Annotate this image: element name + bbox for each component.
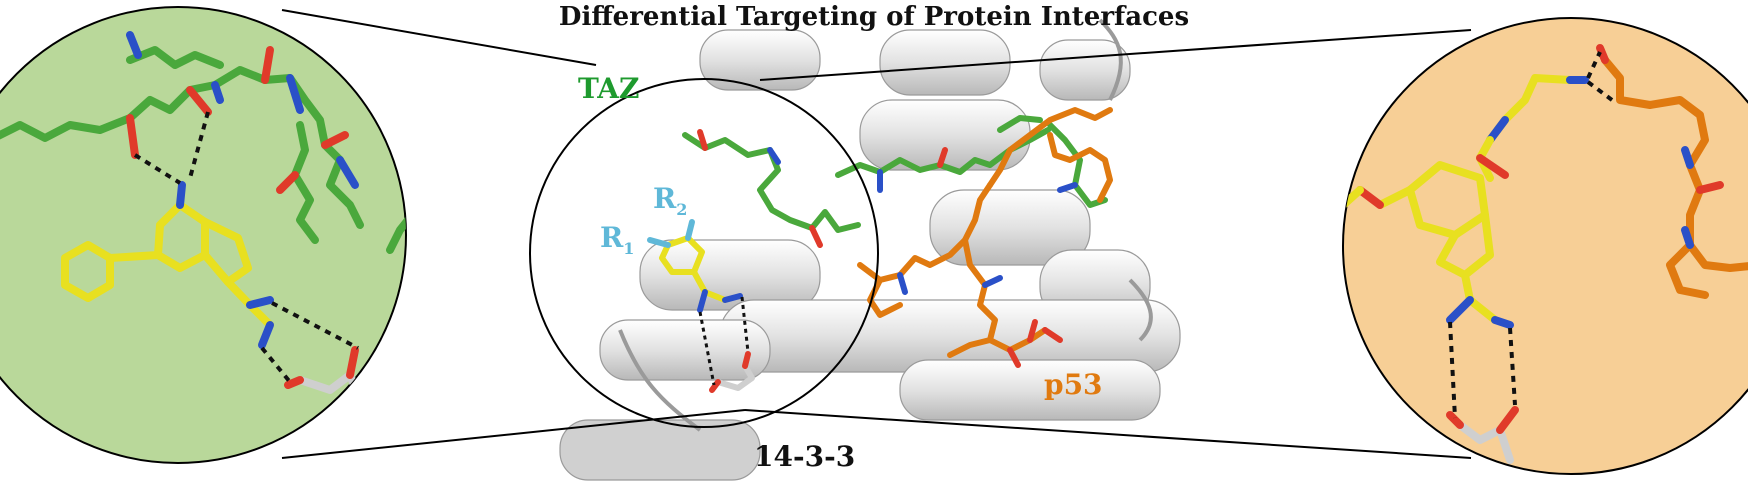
- r2-subscript: 2: [676, 200, 688, 219]
- taz-peptide-center: [682, 115, 1108, 248]
- zoom-circle-left: [0, 6, 407, 464]
- r2-label: R2: [653, 182, 687, 219]
- r1-label: R1: [600, 221, 634, 258]
- zoom-connector-lines: [281, 9, 1472, 459]
- r2-letter: R: [653, 182, 677, 215]
- zoom-circle-right: [1342, 17, 1748, 475]
- figure-title: Differential Targeting of Protein Interf…: [558, 2, 1190, 32]
- p53-label: p53: [1044, 368, 1103, 401]
- p53-peptide-center: [857, 107, 1113, 368]
- protein-1433-label: 14-3-3: [754, 440, 856, 473]
- ligand-center: [647, 219, 755, 393]
- r1-letter: R: [600, 221, 624, 254]
- taz-label: TAZ: [578, 72, 640, 105]
- protein-14-3-3-cartoon: [559, 18, 1181, 481]
- r1-subscript: 1: [623, 239, 635, 258]
- hbonds-center: [698, 296, 750, 386]
- zoom-circle-center: [529, 78, 879, 428]
